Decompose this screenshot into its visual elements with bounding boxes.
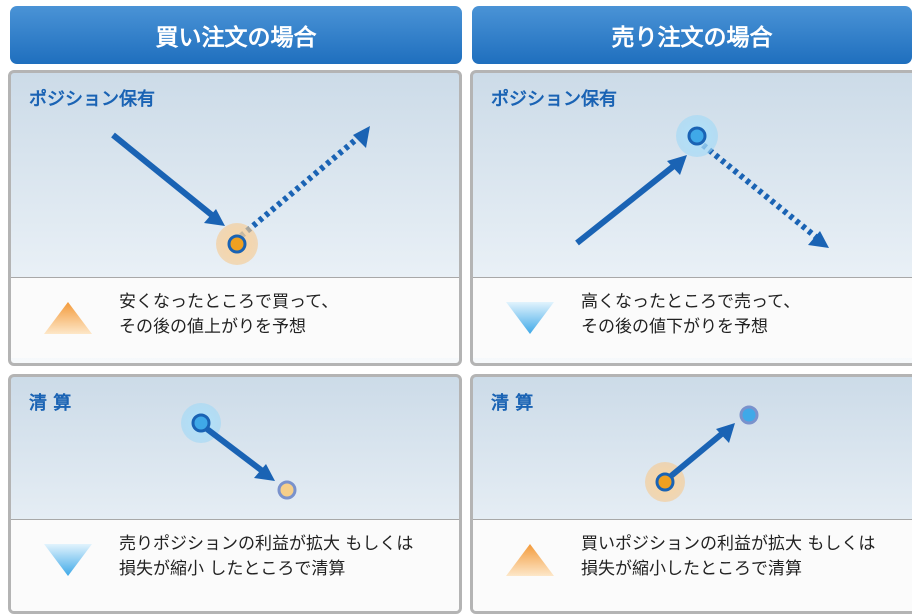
buy-position-panel: ポジション保有 安くなったところで買って、 その後の値上がりを予想	[8, 70, 462, 366]
closing-arrow	[205, 426, 267, 476]
closing-arrow-head	[716, 423, 735, 443]
entry-dot	[687, 126, 707, 146]
buy-close-panel: 清 算 売りポジションの利益が拡大 もしくは 損失が縮小 したところで清算	[8, 374, 462, 614]
sell-close-desc-line1: 買いポジションの利益が拡大 もしくは	[581, 534, 876, 554]
closing-arrow-head	[254, 464, 275, 481]
buy-close-desc: 売りポジションの利益が拡大 もしくは 損失が縮小 したところで清算	[119, 532, 413, 582]
sell-position-diagram	[575, 115, 829, 248]
dotted-descending-arrow	[701, 142, 818, 240]
sell-close-desc: 買いポジションの利益が拡大 もしくは 損失が縮小したところで清算	[581, 532, 875, 582]
buy-close-desc-line2: 損失が縮小 したところで清算	[119, 559, 346, 579]
buy-header-label: 買い注文の場合	[155, 25, 317, 51]
sell-close-title: 清 算	[491, 393, 534, 414]
sell-position-panel: ポジション保有 高くなったところで売って、 その後の値下がりを予想	[470, 70, 912, 366]
buy-position-desc-line1: 安くなったところで買って、	[119, 292, 339, 312]
sell-close-desc-line2: 損失が縮小したところで清算	[581, 559, 802, 579]
exit-dot	[191, 413, 211, 433]
sell-close-diagram	[645, 405, 759, 502]
sell-position-desc-line1: 高くなったところで売って、	[581, 292, 801, 312]
buy-close-desc-line1: 売りポジションの利益が拡大 もしくは	[119, 534, 414, 554]
exit-dot	[655, 472, 675, 492]
descending-arrow-head	[204, 209, 225, 226]
closing-arrow	[669, 429, 726, 479]
buy-position-desc-line2: その後の値上がりを予想	[119, 317, 306, 337]
dotted-descending-arrow-head	[808, 231, 829, 248]
buy-position-diagram	[111, 126, 370, 265]
triangle-down-icon	[506, 302, 554, 334]
buy-close-desc-box: 売りポジションの利益が拡大 もしくは 損失が縮小 したところで清算	[11, 519, 459, 611]
entry-dot	[227, 234, 247, 254]
sell-header: 売り注文の場合	[472, 6, 912, 64]
rising-arrow	[575, 162, 677, 246]
dotted-rising-arrow-head	[353, 126, 370, 148]
sell-position-desc: 高くなったところで売って、 その後の値下がりを予想	[581, 290, 800, 340]
dotted-rising-arrow	[239, 134, 361, 239]
triangle-up-icon	[44, 302, 92, 334]
sell-header-label: 売り注文の場合	[611, 25, 773, 51]
triangle-up-icon	[506, 544, 554, 576]
buy-close-title: 清 算	[29, 393, 72, 414]
descending-arrow	[111, 132, 215, 219]
sell-position-title: ポジション保有	[491, 89, 617, 110]
buy-position-desc-box: 安くなったところで買って、 その後の値上がりを予想	[11, 277, 459, 358]
buy-close-diagram	[181, 403, 297, 500]
rising-arrow-head	[667, 155, 687, 175]
triangle-down-icon	[44, 544, 92, 576]
buy-position-desc: 安くなったところで買って、 その後の値上がりを予想	[119, 290, 338, 340]
buy-header: 買い注文の場合	[10, 6, 462, 64]
sell-position-desc-line2: その後の値下がりを予想	[581, 317, 768, 337]
target-dot	[277, 480, 297, 500]
sell-close-panel: 清 算 買いポジションの利益が拡大 もしくは 損失が縮小したところで清算	[470, 374, 912, 614]
sell-position-desc-box: 高くなったところで売って、 その後の値下がりを予想	[473, 277, 912, 358]
sell-close-desc-box: 買いポジションの利益が拡大 もしくは 損失が縮小したところで清算	[473, 519, 912, 611]
buy-position-title: ポジション保有	[29, 89, 155, 110]
target-dot	[739, 405, 759, 425]
